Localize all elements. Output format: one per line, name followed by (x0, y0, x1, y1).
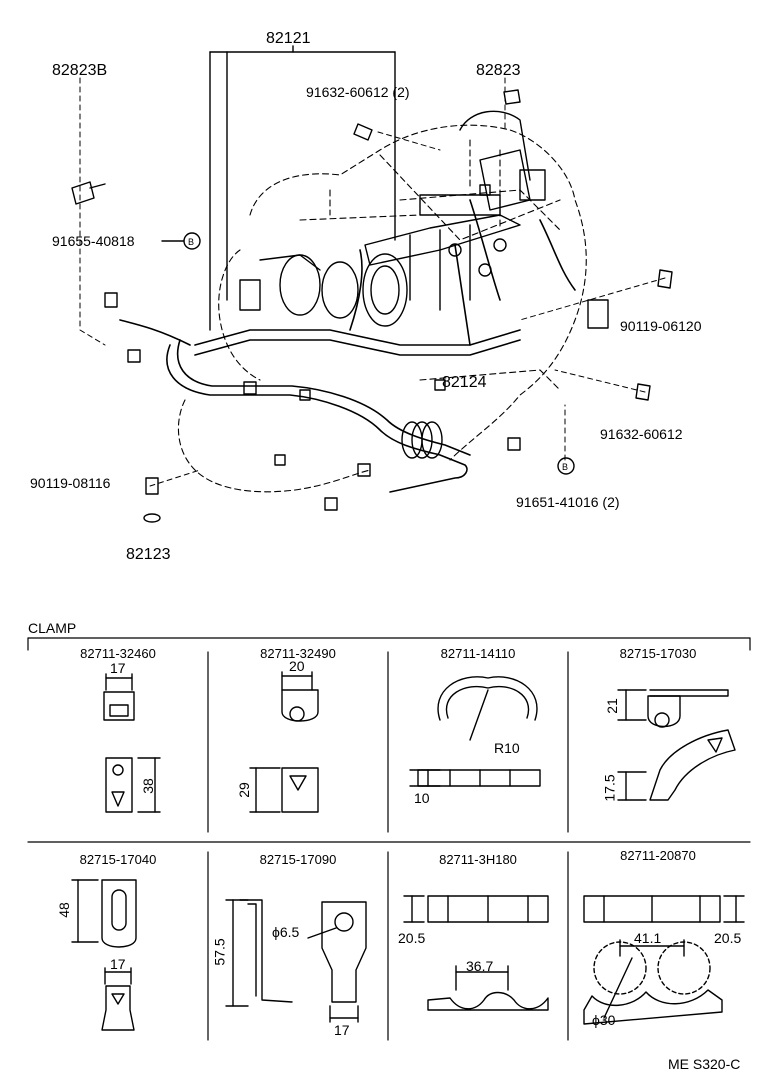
dim-8a: 41.1 (634, 930, 662, 946)
dim-6a: 57.5 (211, 938, 228, 966)
clamp-part-7: 82711-3H180 (439, 852, 517, 867)
dim-6c: 17 (334, 1022, 350, 1038)
clamp-part-6: 82715-17090 (259, 852, 337, 867)
dim-5a: 48 (55, 902, 72, 918)
label-82124: 82124 (442, 374, 487, 391)
dim-8c: ϕ30 (592, 1012, 616, 1028)
bolt-icons (71, 89, 673, 523)
clamp-drawing-8 (583, 895, 745, 1025)
label-bolt-left: 90119-08116 (30, 475, 111, 491)
label-82823: 82823 (476, 62, 521, 79)
label-bolt-b-lower: 91651-41016 (2) (516, 494, 620, 510)
label-82823b: 82823B (52, 62, 108, 79)
engine-body (259, 110, 546, 327)
clamp-part-5: 82715-17040 (79, 852, 157, 867)
clamp-part-1: 82711-32460 (80, 646, 156, 661)
dim-4b: 17.5 (601, 774, 618, 802)
label-bolt-top: 91632-60612 (2) (306, 84, 410, 100)
dim-7a: 20.5 (398, 930, 426, 946)
marker-letter-2: B (562, 462, 568, 472)
dim-3a: R10 (494, 740, 520, 756)
clamp-drawing-1 (103, 673, 161, 813)
marker-letter-1: B (188, 237, 194, 247)
dim-7b: 36.7 (466, 958, 494, 974)
dim-2b: 29 (235, 782, 252, 798)
label-82123: 82123 (126, 546, 171, 563)
part-leaders (79, 77, 666, 487)
dim-4a: 21 (603, 698, 620, 714)
dim-2a: 20 (289, 658, 305, 674)
clamp-section-title: CLAMP (28, 620, 77, 636)
grommet (401, 421, 443, 459)
clamp-table (27, 637, 751, 1041)
harness-main-tube (119, 199, 576, 493)
label-bolt-right-b: 91632-60612 (600, 426, 683, 442)
label-82121: 82121 (266, 30, 311, 47)
clamp-drawing-7 (403, 895, 549, 1011)
clamp-part-2: 82711-32490 (260, 646, 336, 661)
dim-8b: 20.5 (714, 930, 742, 946)
harness-leader (209, 45, 396, 331)
dim-1a: 17 (110, 660, 126, 676)
clamp-part-8: 82711-20870 (620, 848, 696, 863)
label-bolt-right-a: 90119-06120 (620, 318, 702, 334)
footer-code: ME S320-C (668, 1056, 741, 1072)
dim-5b: 17 (110, 956, 126, 972)
clamp-drawing-2 (249, 671, 319, 813)
clamp-drawing-6 (225, 899, 367, 1023)
clamp-drawing-5 (71, 879, 137, 1031)
clamp-part-3: 82711-14110 (440, 646, 516, 661)
dim-3b: 10 (414, 790, 430, 806)
harness-connectors (104, 184, 609, 511)
clamp-drawing-3 (409, 676, 541, 787)
clamp-part-4: 82715-17030 (619, 646, 697, 661)
label-bolt-b-mark: 91655-40818 (52, 233, 135, 249)
dim-1b: 38 (139, 778, 156, 794)
clamp-drawing-4 (617, 689, 736, 801)
dim-6b: ϕ6.5 (272, 924, 300, 940)
